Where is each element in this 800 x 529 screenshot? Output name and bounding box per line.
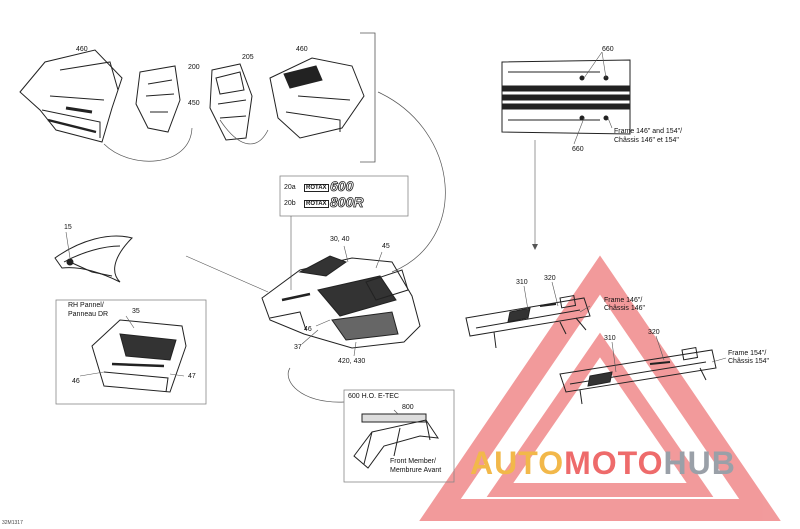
tunnel-146 — [465, 294, 591, 349]
callout-46: 46 — [304, 326, 312, 333]
callout-47: 47 — [188, 373, 196, 380]
watermark-text: AUTOMOTOHUB — [470, 447, 736, 479]
hood-piece-left — [135, 65, 181, 133]
frame154-line1: Frame 154"/ — [728, 350, 767, 357]
callout-310: 310 — [604, 335, 616, 342]
front-member — [353, 413, 440, 469]
frame154-line2: Châssis 154" — [728, 358, 770, 365]
callout-660: 660 — [602, 46, 614, 53]
side-panel-right — [269, 57, 365, 139]
leader-curve — [103, 127, 193, 162]
leader-curve — [377, 91, 446, 273]
callout-660: 660 — [572, 146, 584, 153]
callout-800: 800 — [402, 404, 414, 411]
callout-200: 200 — [188, 64, 200, 71]
tunnel-decal — [501, 59, 631, 135]
callout-460: 460 — [296, 46, 308, 53]
front-member-line2: Membrure Avant — [390, 467, 442, 474]
frame146-line1: Frame 146"/ — [604, 297, 643, 304]
diagram-code: 32M1317 — [2, 520, 23, 526]
leader-curve — [219, 119, 269, 145]
callout-320: 320 — [648, 329, 660, 336]
callout-35: 35 — [132, 308, 140, 315]
watermark-auto: AUTO — [470, 445, 565, 481]
front-member-line1: Front Member/ — [390, 458, 436, 465]
rotax-decal-label: ROTAX — [304, 200, 329, 208]
snowmobile-center — [261, 255, 421, 349]
rh-panel-decal — [91, 319, 187, 393]
watermark-logo — [419, 255, 781, 521]
rotax-decal-number: 600 — [330, 178, 354, 194]
callout-45: 45 — [382, 243, 390, 250]
callout-20b: 20b — [284, 200, 296, 207]
rotax-decal-label: ROTAX — [304, 184, 329, 192]
callout-460: 460 — [76, 46, 88, 53]
hood-piece-right — [209, 63, 253, 141]
callout-420-430: 420, 430 — [338, 358, 366, 365]
side-panel-left — [19, 49, 123, 143]
watermark-hub: HUB — [663, 445, 736, 481]
leader-curve — [287, 367, 345, 403]
callout-37: 37 — [294, 344, 302, 351]
callout-46: 46 — [72, 378, 80, 385]
frame-note-line1: Frame 146" and 154"/ — [614, 128, 683, 135]
group-bracket — [360, 32, 376, 163]
etec-title: 600 H.O. E-TEC — [348, 393, 399, 400]
nose-decal — [54, 235, 133, 283]
callout-20a: 20a — [284, 184, 296, 191]
rh-panel-line1: RH Pannel/ — [68, 302, 104, 309]
callout-310: 310 — [516, 279, 528, 286]
callout-450: 450 — [188, 100, 200, 107]
callout-205: 205 — [242, 54, 254, 61]
frame-note-line2: Châssis 146" et 154" — [614, 137, 679, 144]
callout-320: 320 — [544, 275, 556, 282]
rh-panel-line2: Panneau DR — [68, 311, 109, 318]
rotax-decal-number: 800R — [330, 194, 364, 210]
watermark-moto: MOTO — [564, 445, 664, 481]
callout-30-40: 30, 40 — [330, 236, 350, 243]
tunnel-154 — [559, 346, 717, 405]
frame146-line2: Châssis 146" — [604, 305, 646, 312]
callout-15: 15 — [64, 224, 72, 231]
